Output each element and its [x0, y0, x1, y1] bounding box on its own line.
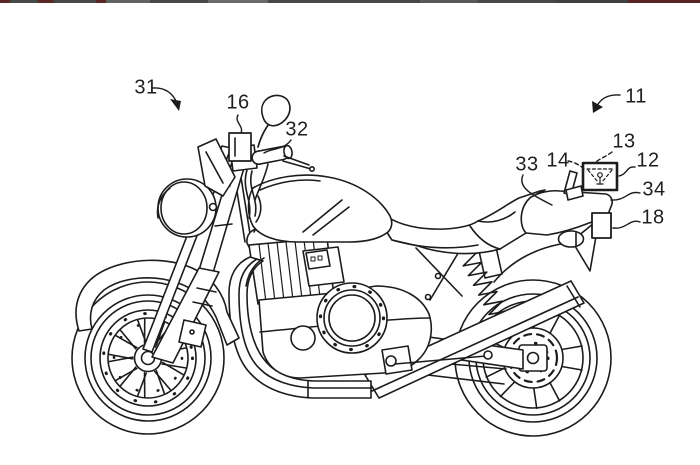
tail-section	[520, 161, 619, 272]
engine	[246, 223, 493, 379]
tank-stripe	[312, 206, 350, 236]
ref-label-18: 18	[641, 206, 665, 229]
leader-33	[521, 174, 553, 206]
cable	[244, 169, 251, 219]
cable	[250, 170, 257, 217]
antenna-unit-box	[581, 161, 619, 192]
brake-lever	[282, 160, 312, 170]
ref-label-13: 13	[612, 130, 636, 153]
footpeg	[385, 355, 397, 367]
ref-label-34: 34	[642, 178, 666, 201]
clutch-cover	[316, 282, 388, 354]
antenna-icon	[596, 172, 604, 185]
tail-lamp	[557, 230, 585, 248]
ref-label-33: 33	[515, 153, 539, 176]
leader-lines	[152, 87, 641, 229]
leader-32	[263, 139, 292, 154]
leader-18	[612, 220, 641, 229]
ref-label-11: 11	[625, 85, 647, 108]
tank-stripe	[302, 199, 343, 233]
cable	[254, 163, 269, 201]
ref-label-32: 32	[285, 118, 309, 141]
muffler	[364, 280, 585, 399]
leader-34	[610, 191, 641, 201]
fork-slider	[151, 267, 220, 364]
fuel-tank	[247, 174, 393, 243]
mirror	[261, 94, 291, 127]
leader-13	[594, 151, 613, 164]
exhaust-pipes	[228, 256, 372, 399]
leader-14	[567, 160, 585, 170]
leader-12	[618, 166, 636, 177]
rear-inner-fender	[493, 242, 568, 283]
arrow-11	[596, 94, 621, 107]
seat	[383, 189, 546, 255]
leader-16	[236, 114, 243, 134]
top-edge-bar	[0, 0, 700, 3]
license-plate-box	[591, 212, 612, 239]
instrument-unit	[228, 132, 252, 162]
shock-spring	[462, 251, 509, 321]
ref-label-31: 31	[134, 76, 158, 99]
ref-label-14: 14	[546, 149, 570, 172]
cockpit	[156, 94, 315, 238]
brake-lever	[283, 155, 310, 166]
ref-label-12: 12	[636, 149, 660, 172]
ref-label-16: 16	[226, 91, 250, 114]
brake-disc	[107, 317, 189, 399]
